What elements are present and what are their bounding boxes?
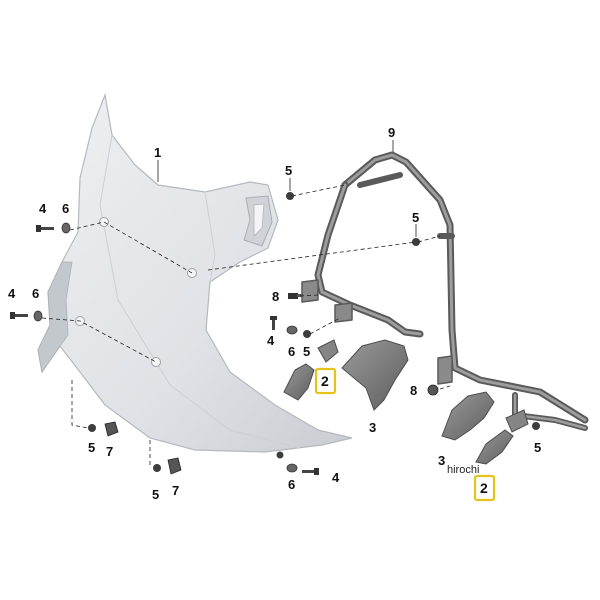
callout-9: 9 (388, 125, 395, 140)
washer-6-upper-left (61, 222, 71, 234)
callout-4-bottom: 4 (332, 470, 340, 485)
highlighted-callout-2-right: 2 (473, 474, 496, 502)
callout-4-mid: 4 (267, 333, 275, 348)
callout-7-bottom: 7 (172, 483, 179, 498)
callout-5-bottom: 5 (152, 487, 159, 502)
callout-8-lower: 8 (410, 383, 417, 398)
fairing-panel (37, 92, 353, 453)
screw-4-upper-left (36, 225, 54, 232)
grommet-5-c (303, 330, 311, 338)
callout-5-right-lower: 5 (534, 440, 541, 455)
callout-6-upper-left: 6 (62, 201, 69, 216)
callout-6-bottom: 6 (288, 477, 295, 492)
grommet-5-b (412, 238, 420, 246)
hardware (10, 192, 540, 475)
screw-8-b (427, 384, 439, 396)
watermark-text: hirochi (447, 464, 479, 476)
callout-6-mid: 6 (288, 344, 295, 359)
callout-labels: 1 9 5 5 4 6 4 6 8 4 6 5 3 8 3 5 5 7 5 7 … (8, 125, 541, 502)
leader-lines (41, 140, 451, 466)
screw-4-mid (270, 316, 277, 330)
callout-2-right: 2 (480, 480, 488, 496)
callout-1: 1 (154, 145, 161, 160)
grommet-5-f (532, 422, 540, 430)
callout-4-lower-left: 4 (8, 286, 16, 301)
callout-6-lower-left: 6 (32, 286, 39, 301)
washer-6-lower (286, 463, 298, 473)
callout-2-left: 2 (321, 373, 329, 389)
grommet-5-d (88, 424, 96, 432)
screw-4-lower (302, 468, 319, 475)
callout-5-right-upper: 5 (412, 210, 419, 225)
washer-6-mid (286, 325, 298, 335)
callout-7-lower-left: 7 (106, 444, 113, 459)
tubular-frame (301, 151, 589, 431)
washer-6-lower-left (33, 310, 43, 322)
callout-3-right: 3 (438, 453, 445, 468)
screw-8-a (288, 293, 303, 299)
callout-8-upper: 8 (272, 289, 279, 304)
deflector-right (441, 391, 495, 441)
callout-5-upper: 5 (285, 163, 292, 178)
bracket-right (475, 409, 529, 465)
bracket-left (283, 339, 339, 401)
nut-7-b (167, 457, 182, 475)
callout-5-lower-left: 5 (88, 440, 95, 455)
highlighted-callout-2-left: 2 (314, 367, 337, 395)
deflector-left (341, 339, 409, 411)
callout-4-upper-left: 4 (39, 201, 47, 216)
grommet-5-e (153, 464, 161, 472)
grommet-lower-right (276, 451, 284, 459)
callout-3-left: 3 (369, 420, 376, 435)
nut-7-a (104, 421, 119, 437)
callout-5-mid: 5 (303, 344, 310, 359)
screw-4-lower-left (10, 312, 28, 319)
grommet-5-a (286, 192, 294, 200)
